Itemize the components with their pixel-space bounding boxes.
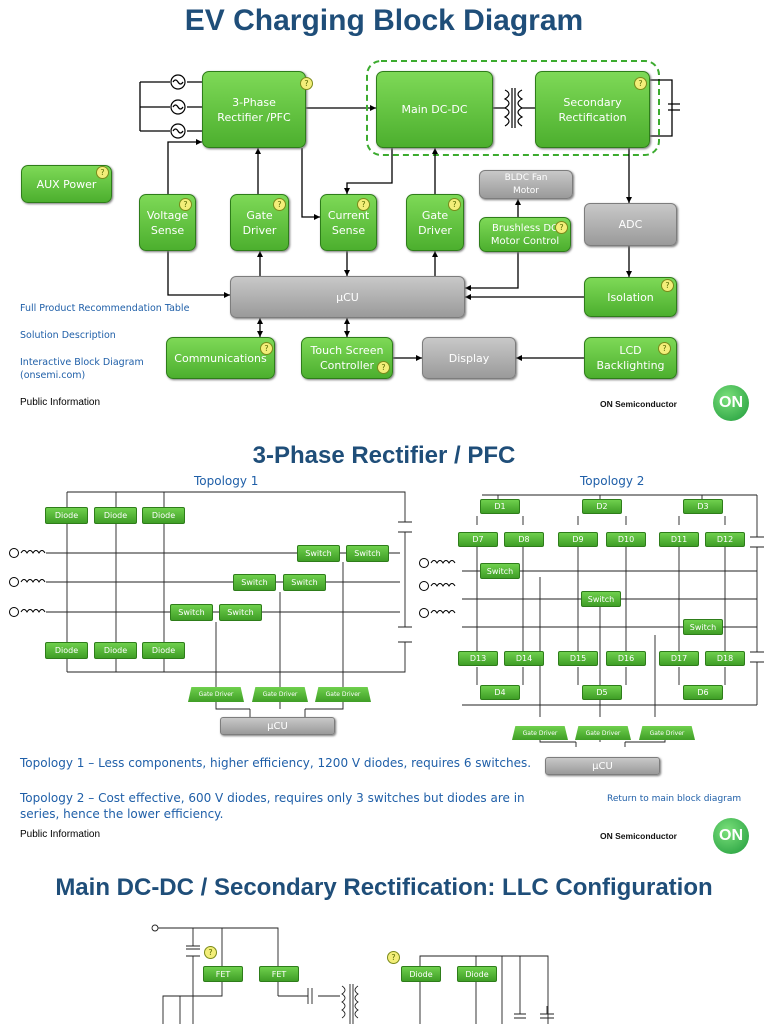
- brushless-lightbulb-icon[interactable]: ?: [555, 221, 568, 234]
- t1-diode-top-3[interactable]: Diode: [142, 507, 185, 524]
- t2-diode-d6[interactable]: D6: [683, 685, 723, 700]
- link-solution-description[interactable]: Solution Description: [20, 330, 116, 341]
- topology1-description: Topology 1 – Less components, higher eff…: [20, 756, 532, 770]
- fet-lightbulb-icon[interactable]: ?: [204, 946, 217, 959]
- lcd-lightbulb-icon[interactable]: ?: [658, 342, 671, 355]
- t2-diode-d14[interactable]: D14: [504, 651, 544, 666]
- slide2-title: 3-Phase Rectifier / PFC: [252, 442, 516, 469]
- t2-diode-d8[interactable]: D8: [504, 532, 544, 547]
- diode-lightbulb-icon[interactable]: ?: [387, 951, 400, 964]
- main-dcdc-block[interactable]: Main DC-DC: [376, 71, 493, 148]
- rectifier-pfc-block[interactable]: 3-Phase Rectifier /PFC: [202, 71, 306, 148]
- display-block[interactable]: Display: [422, 337, 516, 379]
- isolation-lightbulb-icon[interactable]: ?: [661, 279, 674, 292]
- t1-switch-1[interactable]: Switch: [297, 545, 340, 562]
- t2-switch-1[interactable]: Switch: [480, 563, 520, 579]
- touch-lightbulb-icon[interactable]: ?: [377, 361, 390, 374]
- bldc-fan-motor-block[interactable]: BLDC Fan Motor: [479, 170, 573, 199]
- onsemi-wordmark-1: ON Semiconductor: [600, 399, 677, 409]
- slide-ev-block-diagram: EV Charging Block Diagram: [0, 0, 768, 425]
- fet-1[interactable]: FET: [203, 966, 243, 982]
- gate-driver-1-lightbulb-icon[interactable]: ?: [273, 198, 286, 211]
- on-logo-icon-2: ON: [713, 818, 749, 854]
- rectifier-lightbulb-icon[interactable]: ?: [300, 77, 313, 90]
- slide1-title: EV Charging Block Diagram: [184, 4, 584, 37]
- current-sense-block[interactable]: Current Sense: [320, 194, 377, 251]
- topology2-label: Topology 2: [580, 474, 645, 488]
- secondary-lightbulb-icon[interactable]: ?: [634, 77, 647, 90]
- communications-block[interactable]: Communications: [166, 337, 275, 379]
- t1-gate-driver-1[interactable]: Gate Driver: [188, 687, 244, 702]
- aux-lightbulb-icon[interactable]: ?: [96, 166, 109, 179]
- t2-diode-d17[interactable]: D17: [659, 651, 699, 666]
- gate-driver-1-block[interactable]: Gate Driver: [230, 194, 289, 251]
- t2-diode-d12[interactable]: D12: [705, 532, 745, 547]
- slide3-title: Main DC-DC / Secondary Rectification: LL…: [55, 874, 713, 901]
- t1-gate-driver-2[interactable]: Gate Driver: [252, 687, 308, 702]
- t2-diode-d10[interactable]: D10: [606, 532, 646, 547]
- t2-diode-d3[interactable]: D3: [683, 499, 723, 514]
- t1-switch-5[interactable]: Switch: [170, 604, 213, 621]
- return-to-main-link[interactable]: Return to main block diagram: [607, 794, 742, 804]
- fet-2[interactable]: FET: [259, 966, 299, 982]
- llc-diode-1[interactable]: Diode: [401, 966, 441, 982]
- current-sense-lightbulb-icon[interactable]: ?: [357, 198, 370, 211]
- lcd-backlighting-block[interactable]: LCD Backlighting: [584, 337, 677, 379]
- on-logo-icon-1: ON: [713, 385, 749, 421]
- t2-diode-d16[interactable]: D16: [606, 651, 646, 666]
- t2-diode-d13[interactable]: D13: [458, 651, 498, 666]
- touch-screen-controller-block[interactable]: Touch Screen Controller: [301, 337, 393, 379]
- slide1-wires: [139, 60, 680, 361]
- t1-gate-driver-3[interactable]: Gate Driver: [315, 687, 371, 702]
- t2-diode-d5[interactable]: D5: [582, 685, 622, 700]
- t1-switch-4[interactable]: Switch: [283, 574, 326, 591]
- t2-diode-d1[interactable]: D1: [480, 499, 520, 514]
- t2-diode-d11[interactable]: D11: [659, 532, 699, 547]
- t1-mcu-block[interactable]: µCU: [220, 717, 335, 735]
- t1-switch-2[interactable]: Switch: [346, 545, 389, 562]
- t1-diode-bottom-3[interactable]: Diode: [142, 642, 185, 659]
- t2-diode-d4[interactable]: D4: [480, 685, 520, 700]
- t2-diode-d18[interactable]: D18: [705, 651, 745, 666]
- t2-diode-d7[interactable]: D7: [458, 532, 498, 547]
- link-interactive-block-diagram[interactable]: Interactive Block Diagram (onsemi.com): [20, 357, 144, 381]
- t2-switch-3[interactable]: Switch: [683, 619, 723, 635]
- public-information-2: Public Information: [20, 829, 101, 840]
- voltage-sense-lightbulb-icon[interactable]: ?: [179, 198, 192, 211]
- t2-diode-d9[interactable]: D9: [558, 532, 598, 547]
- t1-switch-6[interactable]: Switch: [219, 604, 262, 621]
- t1-switch-3[interactable]: Switch: [233, 574, 276, 591]
- onsemi-wordmark-2: ON Semiconductor: [600, 831, 677, 841]
- topology2-description: Topology 2 – Cost effective, 600 V diode…: [20, 791, 525, 821]
- t2-diode-d15[interactable]: D15: [558, 651, 598, 666]
- t2-gate-driver-2[interactable]: Gate Driver: [575, 726, 631, 740]
- gate-driver-2-lightbulb-icon[interactable]: ?: [448, 198, 461, 211]
- llc-diode-2[interactable]: Diode: [457, 966, 497, 982]
- slide-3phase-rectifier: 3-Phase Rectifier / PFC Topology 1 Topol…: [0, 437, 768, 862]
- slide-llc-configuration: Main DC-DC / Secondary Rectification: LL…: [0, 866, 768, 1024]
- adc-block[interactable]: ADC: [584, 203, 677, 246]
- public-information-1: Public Information: [20, 397, 101, 408]
- t2-gate-driver-3[interactable]: Gate Driver: [639, 726, 695, 740]
- communications-lightbulb-icon[interactable]: ?: [260, 342, 273, 355]
- t2-diode-d2[interactable]: D2: [582, 499, 622, 514]
- topology1-label: Topology 1: [194, 474, 259, 488]
- t1-diode-top-2[interactable]: Diode: [94, 507, 137, 524]
- slide3-wires: [151, 924, 554, 1024]
- t1-diode-top-1[interactable]: Diode: [45, 507, 88, 524]
- mcu-block[interactable]: µCU: [230, 276, 465, 318]
- t2-switch-2[interactable]: Switch: [581, 591, 621, 607]
- t2-mcu-block[interactable]: µCU: [545, 757, 660, 775]
- secondary-rectification-block[interactable]: Secondary Rectification: [535, 71, 650, 148]
- t2-gate-driver-1[interactable]: Gate Driver: [512, 726, 568, 740]
- t1-diode-bottom-2[interactable]: Diode: [94, 642, 137, 659]
- t1-diode-bottom-1[interactable]: Diode: [45, 642, 88, 659]
- link-full-product-table[interactable]: Full Product Recommendation Table: [20, 303, 190, 314]
